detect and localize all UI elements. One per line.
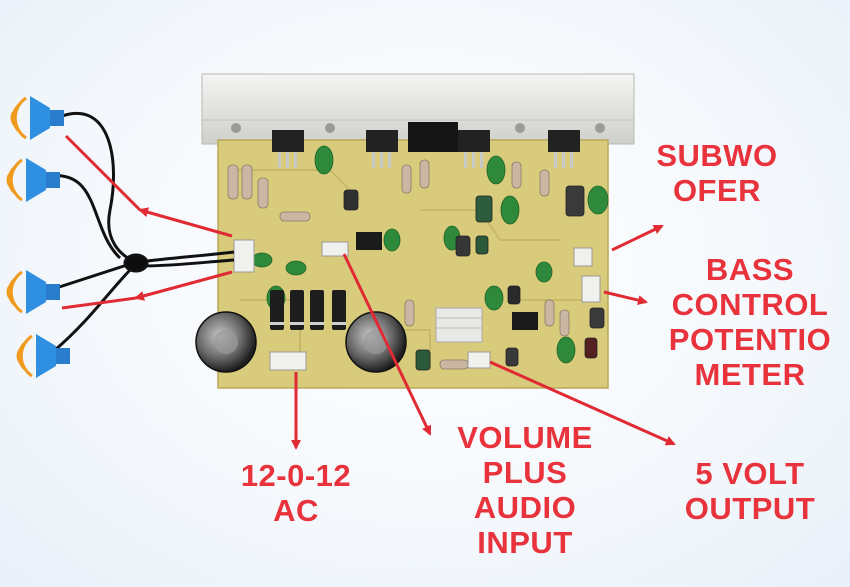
label-ac-input: 12-0-12 AC bbox=[220, 458, 372, 528]
label-line: 12-0-12 bbox=[240, 458, 352, 493]
label-line: OFER bbox=[672, 173, 762, 208]
ic-chips bbox=[356, 232, 538, 330]
connectors bbox=[233, 239, 601, 371]
speaker-wires bbox=[49, 112, 235, 352]
arrow-speaker-upper bbox=[138, 207, 233, 238]
arrow-volume bbox=[342, 253, 432, 436]
label-line: POTENTIO bbox=[668, 322, 832, 357]
label-line: AC bbox=[273, 493, 319, 528]
speaker-icon bbox=[16, 334, 70, 378]
label-five-volt: 5 VOLT OUTPUT bbox=[670, 456, 830, 526]
label-line: BASS bbox=[705, 252, 795, 287]
label-bass-control: BASS CONTROL POTENTIO METER bbox=[660, 252, 840, 392]
label-line: INPUT bbox=[477, 525, 573, 560]
filter-capacitors bbox=[195, 311, 407, 373]
rectifier-diodes bbox=[270, 290, 346, 330]
label-line: METER bbox=[694, 357, 806, 392]
callout-arrows bbox=[61, 134, 676, 450]
label-line: SUBWO bbox=[656, 138, 778, 173]
arrow-five-volt bbox=[489, 360, 676, 446]
speaker-icon bbox=[6, 270, 60, 314]
speaker-icon bbox=[10, 96, 64, 140]
power-transistors bbox=[272, 122, 580, 168]
arrow-speaker-lower-wire bbox=[61, 296, 137, 310]
electrolytic-capacitors bbox=[343, 185, 605, 371]
label-line: CONTROL bbox=[671, 287, 829, 322]
speaker-icon bbox=[6, 158, 60, 202]
arrow-subwoofer bbox=[611, 224, 664, 252]
arrow-speaker-upper-wire bbox=[64, 134, 142, 212]
label-line: VOLUME bbox=[457, 420, 593, 455]
pcb-board bbox=[217, 139, 609, 389]
label-line: AUDIO bbox=[473, 490, 577, 525]
voltage-regulator bbox=[435, 307, 483, 343]
arrow-bass-control bbox=[603, 290, 648, 306]
label-line: 5 VOLT bbox=[695, 456, 805, 491]
label-line: PLUS bbox=[482, 455, 568, 490]
arrow-speaker-lower bbox=[134, 270, 233, 301]
label-volume: VOLUME PLUS AUDIO INPUT bbox=[432, 420, 618, 560]
resistors bbox=[227, 159, 570, 370]
label-line: OUTPUT bbox=[684, 491, 816, 526]
label-subwoofer: SUBWO OFER bbox=[652, 138, 782, 208]
